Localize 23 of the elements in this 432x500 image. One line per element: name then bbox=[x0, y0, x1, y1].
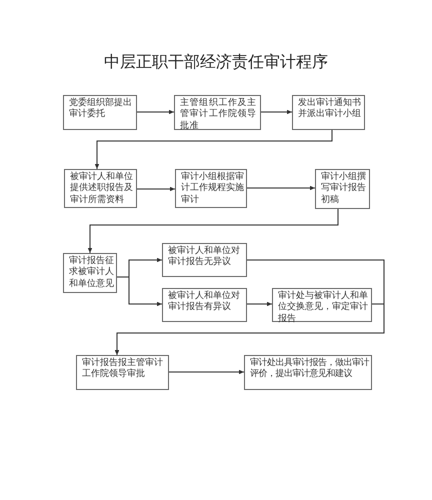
process-box: 审计小组撰写审计报告初稿 bbox=[315, 169, 370, 209]
diagram-title: 中层正职干部经济责任审计程序 bbox=[104, 52, 328, 72]
process-box: 审计报告报主管审计工作院领导审批 bbox=[76, 355, 169, 390]
process-box: 发出审计通知书并派出审计小组 bbox=[292, 95, 365, 130]
arrow bbox=[168, 370, 244, 374]
arrow bbox=[88, 208, 338, 254]
arrow bbox=[116, 276, 162, 306]
process-box: 审计处与被审计人和单位交换意见，审定审计报告 bbox=[272, 288, 372, 322]
process-box: 审计报告征求被审计人和单位意见 bbox=[63, 253, 117, 293]
arrow bbox=[136, 186, 176, 192]
arrow bbox=[114, 304, 384, 356]
arrow bbox=[246, 302, 272, 306]
process-box: 主管组织工作及主管审计工作院领导批准 bbox=[174, 95, 261, 130]
arrow bbox=[94, 130, 332, 170]
process-box: 党委组织部提出审计委托 bbox=[63, 95, 137, 130]
process-box: 被审计人和单位提供述职报告及审计所需资料 bbox=[64, 169, 137, 208]
arrow bbox=[136, 110, 174, 114]
arrow bbox=[246, 186, 316, 190]
process-box: 审计处出具审计报告，做出审计评价，提出审计意见和建议 bbox=[244, 355, 372, 390]
process-box: 审计小组根据审计工作规程实施审计 bbox=[175, 169, 247, 208]
arrow bbox=[260, 110, 292, 114]
process-box: 被审计人和单位对审计报告无异议 bbox=[162, 243, 247, 277]
process-box: 被审计人和单位对审计报告有异议 bbox=[162, 288, 247, 322]
